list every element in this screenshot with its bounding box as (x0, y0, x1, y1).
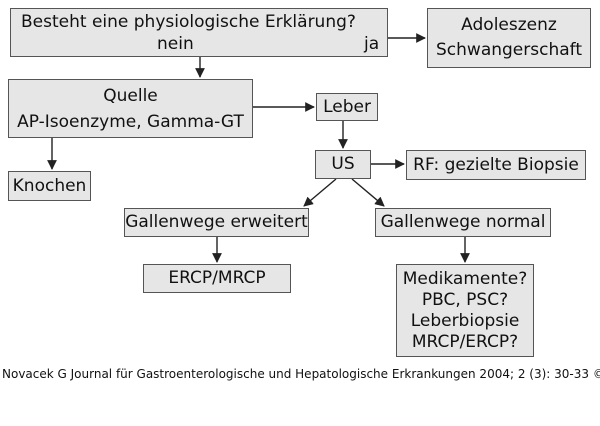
ducts-normal-text: Gallenwege normal (380, 212, 546, 232)
ercp-mrcp-text: ERCP/MRCP (168, 268, 266, 288)
ultrasound-text: US (331, 154, 355, 174)
medications-text: Medikamente? (402, 268, 528, 289)
no-label: nein (157, 34, 194, 54)
start-question-text: Besteht eine physiologische Erklärung? (21, 12, 356, 32)
workup-box: Medikamente? PBC, PSC? Leberbiopsie MRCP… (396, 264, 534, 357)
ultrasound-box: US (315, 150, 371, 179)
mrcp-ercp-text: MRCP/ERCP? (411, 331, 519, 352)
source-tests: AP-Isoenzyme, Gamma-GT (17, 111, 244, 132)
arrow-us-to-dilated (303, 178, 337, 207)
yes-label: ja (364, 34, 380, 54)
liver-box: Leber (316, 93, 378, 121)
pbc-psc-text: PBC, PSC? (421, 289, 509, 310)
start-question-box: Besteht eine physiologische Erklärung? n… (10, 8, 388, 57)
source-box: Quelle AP-Isoenzyme, Gamma-GT (8, 79, 253, 138)
pregnancy-text: Schwangerschaft (436, 40, 582, 60)
liver-text: Leber (323, 96, 371, 117)
targeted-biopsy-text: RF: gezielte Biopsie (413, 154, 579, 175)
ducts-dilated-text: Gallenwege erweitert (125, 212, 308, 232)
ducts-dilated-box: Gallenwege erweitert (124, 208, 309, 237)
bone-text: Knochen (12, 175, 87, 196)
ducts-normal-box: Gallenwege normal (375, 208, 551, 237)
adolescence-text: Adoleszenz (461, 15, 557, 35)
targeted-biopsy-box: RF: gezielte Biopsie (406, 150, 586, 180)
bone-box: Knochen (8, 171, 91, 201)
citation-caption: Novacek G Journal für Gastroenterologisc… (2, 367, 600, 381)
ercp-mrcp-box: ERCP/MRCP (143, 264, 291, 293)
arrow-us-to-normal (351, 178, 385, 207)
source-title: Quelle (103, 85, 158, 106)
liver-biopsy-text: Leberbiopsie (410, 310, 520, 331)
physiological-box: Adoleszenz Schwangerschaft (427, 8, 591, 68)
